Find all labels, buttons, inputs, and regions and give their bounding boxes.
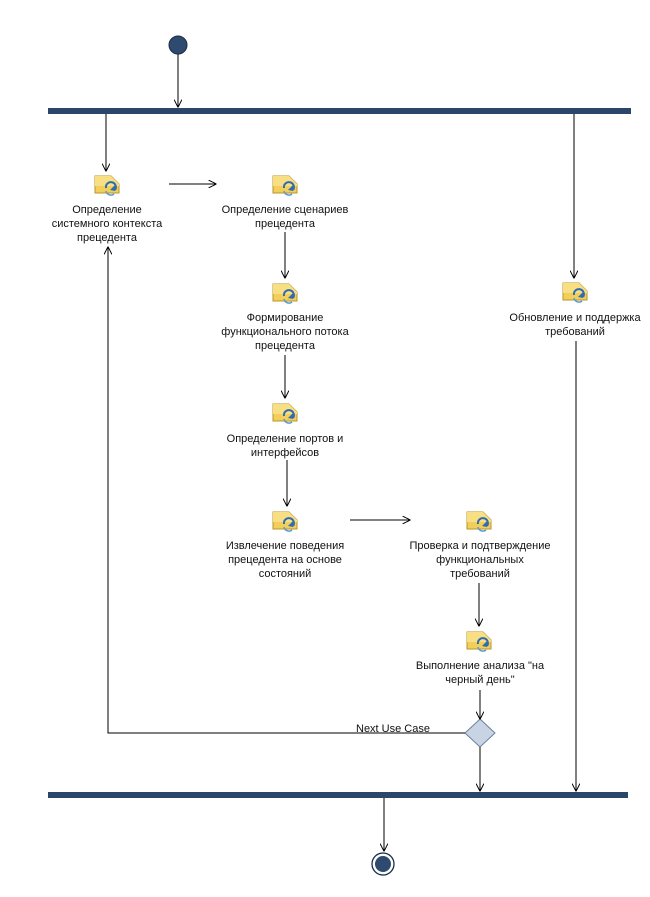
activity-gear-icon [466, 631, 492, 653]
final-node-ring [371, 852, 395, 876]
activity-gear-icon [272, 283, 298, 305]
activity-gear-icon [272, 403, 298, 425]
flow-decision-a1 [108, 247, 465, 734]
activity-label: Выполнение анализа "на черный день" [415, 660, 545, 686]
activity-label: Проверка и подтверждение функциональных … [409, 540, 551, 580]
activity-gear-icon [94, 175, 120, 197]
activity-gear-icon [466, 511, 492, 533]
guard-label: Next Use Case [356, 723, 430, 735]
activity-gear-icon [272, 175, 298, 197]
activity-label: Формирование функционального потока прец… [221, 312, 349, 352]
activity-label: Определение системного контекста прецеде… [51, 204, 163, 244]
activity-label: Извлечение поведения прецедента на основ… [225, 540, 345, 580]
activity-label: Определение сценариев прецедента [221, 204, 349, 230]
decision-node [464, 718, 496, 748]
fork-bar [48, 108, 631, 114]
activity-label: Определение портов и интерфейсов [226, 433, 344, 459]
activity-gear-icon [272, 511, 298, 533]
activity-gear-icon [562, 282, 588, 304]
initial-node [168, 35, 188, 55]
final-node [375, 856, 391, 872]
join-bar [48, 792, 628, 798]
activity-label: Обновление и поддержка требований [509, 312, 641, 338]
